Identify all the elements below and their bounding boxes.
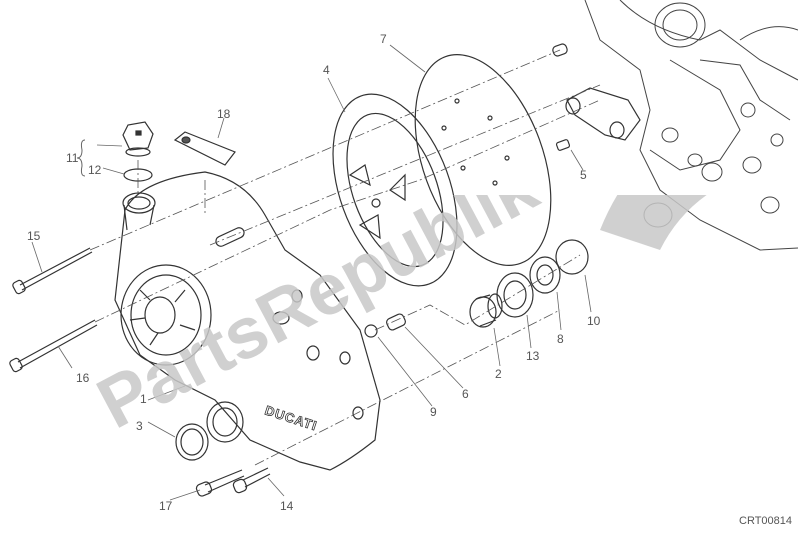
- part-13-bearing: [496, 272, 534, 318]
- part-10-circlip: [555, 239, 589, 275]
- part-17-bolt: [195, 469, 245, 497]
- crankcase-drawing: [584, 0, 798, 251]
- callout-9: 9: [430, 405, 437, 419]
- callout-2: 2: [495, 367, 502, 381]
- part-18-decal: [173, 131, 236, 166]
- callout-10: 10: [587, 314, 601, 328]
- callout-18: 18: [217, 107, 231, 121]
- part-15-bolt: [12, 247, 93, 295]
- part-14-bolt: [232, 467, 271, 494]
- part-16-bolt: [9, 319, 98, 373]
- callout-14: 14: [280, 499, 294, 513]
- callout-16: 16: [76, 371, 90, 385]
- part-7-clutch-plate: [414, 54, 552, 266]
- callout-7: 7: [380, 32, 387, 46]
- callout-13: 13: [526, 349, 540, 363]
- callout-15: 15: [27, 229, 41, 243]
- part-11-filler-cap: [122, 121, 154, 157]
- callout-3: 3: [136, 419, 143, 433]
- part-2-bushing: [469, 293, 503, 328]
- part-9-washer: [364, 324, 378, 338]
- callout-1: 1: [140, 392, 147, 406]
- part-8-washer: [529, 256, 561, 294]
- part-4-clutch-pack: [332, 93, 458, 287]
- callout-6: 6: [462, 387, 469, 401]
- drawing-code: CRT00814: [739, 515, 792, 527]
- part-6-plug: [386, 313, 406, 331]
- axis-lines: [89, 49, 601, 466]
- callout-17: 17: [159, 499, 173, 513]
- ducati-logo-text: DUCATI: [263, 403, 319, 434]
- part-3-oil-seal: [175, 423, 209, 461]
- bracket-drawing: [552, 43, 641, 141]
- callout-8: 8: [557, 332, 564, 346]
- callout-5: 5: [580, 168, 587, 182]
- callout-11: 11: [66, 151, 79, 165]
- leader-lines: [31, 44, 592, 501]
- part-1-clutch-cover: [114, 171, 381, 471]
- part-5-bolt: [555, 139, 571, 151]
- callout-4: 4: [323, 63, 330, 77]
- callout-12: 12: [88, 163, 102, 177]
